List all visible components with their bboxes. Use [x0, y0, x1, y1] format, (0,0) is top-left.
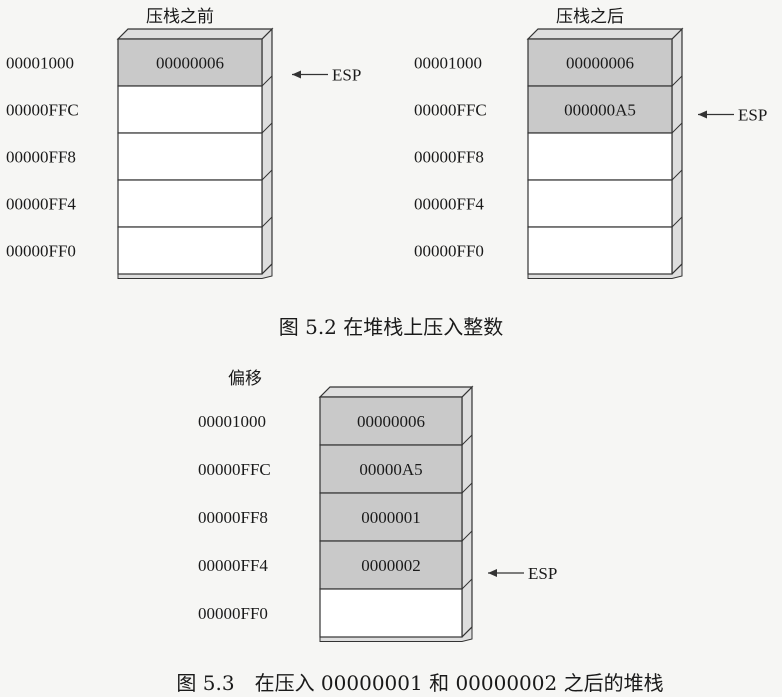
after-address-label: 00000FF0	[414, 242, 484, 261]
after-cell	[527, 38, 673, 87]
fig53-side-divider	[461, 626, 473, 638]
before-cell	[117, 179, 263, 228]
after-cell-value: 00000006	[566, 54, 634, 73]
stack-after-two-pushes: 00000006 00001000 00000A5 00000FFC 0000001 00…	[198, 385, 557, 642]
fig53-address-label: 00001000	[198, 412, 266, 431]
after-address-label: 00001000	[414, 54, 482, 73]
fig53-cell-value: 00000006	[357, 412, 425, 431]
after-side-divider	[671, 169, 683, 181]
fig53-side-divider	[461, 578, 473, 590]
fig53-side-divider	[461, 482, 473, 494]
after-side-face	[671, 27, 683, 276]
before-address-label: 00000FF8	[6, 148, 76, 167]
after-address-label: 00000FFC	[414, 101, 487, 120]
before-push-title: 压栈之前	[146, 7, 214, 27]
before-cell	[117, 132, 263, 181]
fig53-cell	[319, 444, 463, 494]
after-cell	[527, 132, 673, 181]
before-side-divider	[261, 75, 273, 87]
after-cell	[527, 179, 673, 228]
fig53-address-label: 00000FF8	[198, 508, 268, 527]
before-esp-label: ESP	[332, 66, 361, 85]
fig53-address-label: 00000FF0	[198, 604, 268, 623]
before-cell-value: 00000006	[156, 54, 224, 73]
before-cell	[117, 85, 263, 134]
after-cell	[527, 85, 673, 134]
before-esp-arrowhead	[292, 70, 301, 79]
fig53-side-face	[461, 385, 473, 639]
stack-after-push: 00000006 00001000 000000A5 00000FFC 00000FF8…	[414, 27, 767, 279]
before-address-label: 00000FFC	[6, 101, 79, 120]
fig53-cell-value: 0000001	[361, 508, 421, 527]
fig53-cell	[319, 588, 463, 638]
after-side-divider	[671, 263, 683, 275]
before-cell	[117, 226, 263, 275]
before-side-divider	[261, 263, 273, 275]
before-side-face	[261, 27, 273, 276]
before-side-divider	[261, 122, 273, 134]
figure-5-2-caption: 图 5.2 在堆栈上压入整数	[279, 315, 504, 339]
after-side-divider	[671, 122, 683, 134]
fig53-cell	[319, 540, 463, 590]
stack-before-push: 00000006 00001000 00000FFC 00000FF8 00000FF4…	[6, 27, 361, 279]
before-top-face	[116, 28, 274, 40]
figure-5-3-caption: 图 5.3 在压入 00000001 和 00000002 之后的堆栈	[176, 671, 663, 695]
before-address-label: 00000FF0	[6, 242, 76, 261]
after-esp-label: ESP	[738, 106, 767, 125]
after-side-divider	[671, 75, 683, 87]
fig53-side-divider	[461, 434, 473, 446]
fig53-esp-arrowhead	[488, 569, 497, 577]
after-address-label: 00000FF4	[414, 195, 484, 214]
fig53-top-face	[318, 386, 474, 398]
fig53-side-divider	[461, 530, 473, 542]
after-cell	[527, 226, 673, 275]
after-side-divider	[671, 216, 683, 228]
fig53-cell-value: 0000002	[361, 556, 421, 575]
offset-label: 偏移	[228, 369, 262, 389]
after-push-title: 压栈之后	[556, 7, 624, 27]
before-side-divider	[261, 216, 273, 228]
before-cell	[117, 38, 263, 87]
fig53-cell-value: 00000A5	[359, 460, 422, 479]
fig53-cell	[319, 396, 463, 446]
before-address-label: 00000FF4	[6, 195, 76, 214]
after-top-face	[526, 28, 684, 40]
after-esp-arrowhead	[698, 110, 707, 119]
fig53-esp-label: ESP	[528, 564, 557, 583]
after-cell-value: 000000A5	[564, 101, 636, 120]
before-address-label: 00001000	[6, 54, 74, 73]
before-side-divider	[261, 169, 273, 181]
after-address-label: 00000FF8	[414, 148, 484, 167]
fig53-address-label: 00000FFC	[198, 460, 271, 479]
fig53-address-label: 00000FF4	[198, 556, 268, 575]
